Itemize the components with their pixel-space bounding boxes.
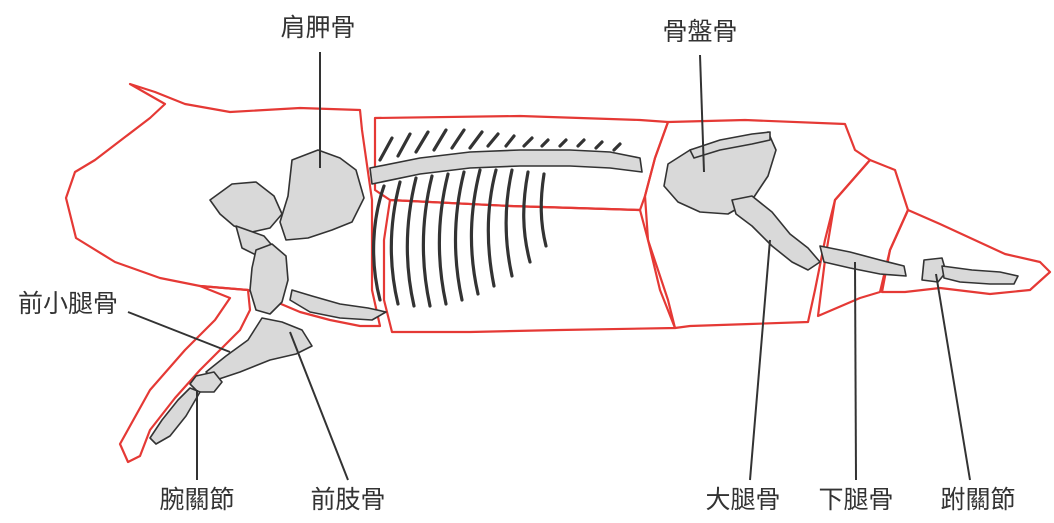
spinous-process [380, 138, 392, 160]
leader-forearm [128, 312, 230, 352]
rib [423, 176, 432, 306]
spinous-process [614, 144, 620, 150]
rib [506, 170, 512, 276]
rib [471, 170, 480, 294]
rib [541, 174, 546, 246]
vertebra-thoracic [370, 150, 642, 184]
spinous-process [398, 134, 410, 156]
label-humerus: 前肢骨 [310, 485, 385, 514]
label-pelvis: 骨盤骨 [662, 17, 737, 46]
rib [439, 174, 448, 304]
spinous-process [470, 132, 482, 148]
ribs [374, 170, 546, 306]
label-tarsal: 跗關節 [940, 485, 1015, 514]
spinous-process [524, 138, 532, 146]
sternum-bone [290, 290, 386, 320]
leader-tarsal [936, 274, 970, 480]
label-forearm: 前小腿骨 [18, 289, 118, 318]
femur-bone [732, 196, 820, 270]
hind-foot-bone [942, 266, 1018, 284]
label-femur: 大腿骨 [705, 485, 780, 514]
rib [488, 170, 496, 286]
spinous-process [578, 140, 584, 146]
rib [407, 178, 416, 306]
spinous-process [488, 134, 498, 146]
leader-humerus [290, 332, 348, 480]
spinous-process [560, 140, 566, 146]
cut-belly [384, 200, 675, 332]
rib [455, 172, 464, 300]
scapula-bone [280, 150, 364, 240]
spinous-process [452, 130, 464, 148]
leader-femur [750, 240, 770, 480]
label-carpal: 腕關節 [159, 485, 234, 514]
spinous-process [434, 130, 446, 150]
tibia-bone [820, 246, 906, 276]
rib [374, 186, 384, 300]
spinous-process [506, 136, 514, 146]
rib [524, 172, 530, 262]
label-scapula: 肩胛骨 [280, 13, 355, 42]
label-tibia: 下腿骨 [818, 485, 893, 514]
spinous-process [416, 132, 428, 152]
spinous-process [596, 142, 602, 148]
spinous-process [542, 140, 548, 146]
skull-bone [210, 182, 282, 232]
skeleton [150, 130, 1018, 444]
leader-tibia [855, 262, 856, 480]
